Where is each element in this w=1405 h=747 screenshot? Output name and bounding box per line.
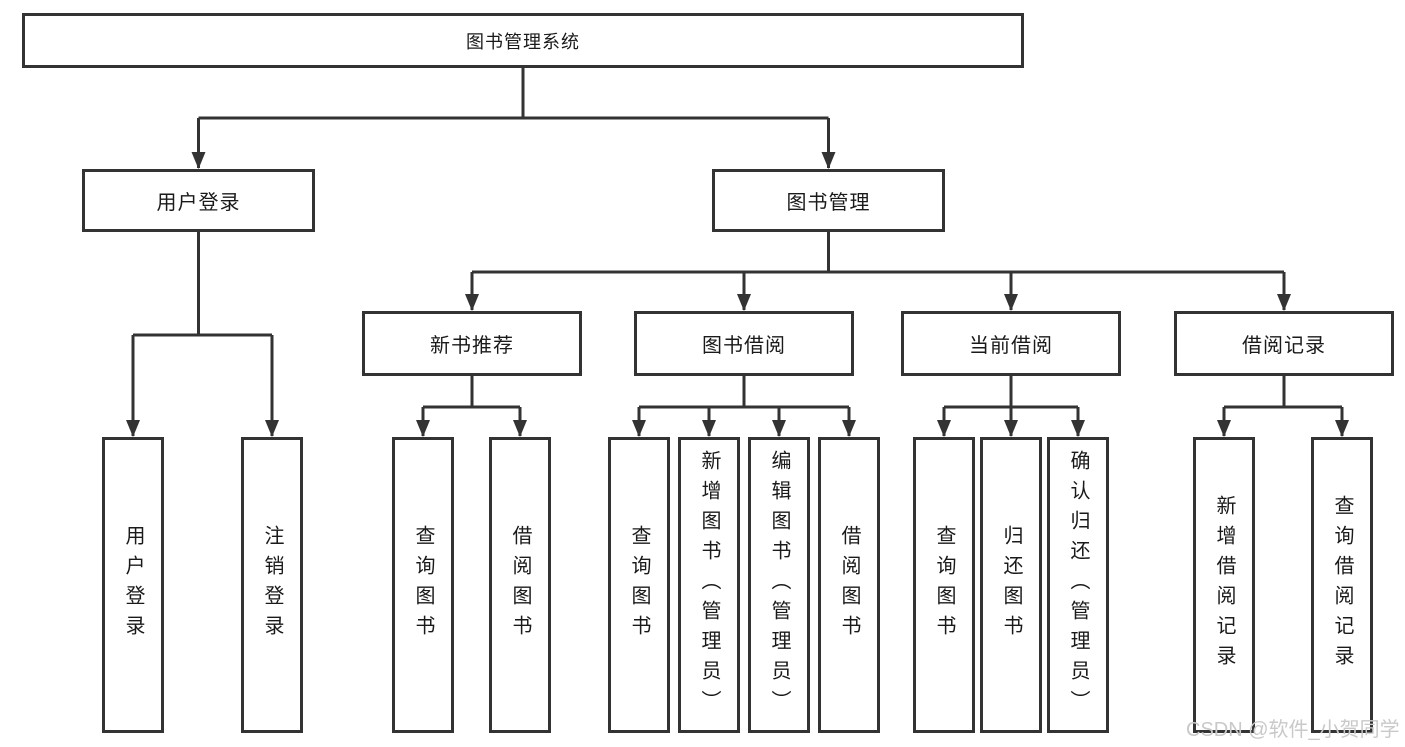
node-root: 图书管理系统	[22, 13, 1024, 68]
leaf-br-add-record-label: 新增借阅记录	[1213, 495, 1235, 675]
leaf-cb-confirm-return-admin: 确认归还（管理员）	[1047, 437, 1109, 733]
node-root-label: 图书管理系统	[466, 31, 580, 52]
leaf-bb-query-books: 查询图书	[608, 437, 670, 733]
node-current-borrow-label: 当前借阅	[969, 335, 1053, 357]
connector-book-management-bar	[472, 232, 1284, 274]
leaf-bb-edit-books-admin-label: 编辑图书（管理员）	[768, 450, 790, 720]
node-book-management: 图书管理	[712, 169, 945, 232]
leaf-nbr-borrow-books-label: 借阅图书	[509, 525, 531, 645]
connector-borrow-records-bar	[1224, 376, 1342, 409]
connector-current-borrow-bar	[944, 376, 1078, 409]
leaf-cb-query-books-label: 查询图书	[933, 525, 955, 645]
leaf-cb-confirm-return-admin-label: 确认归还（管理员）	[1067, 450, 1089, 720]
node-user-login: 用户登录	[82, 169, 315, 232]
node-borrow-records-label: 借阅记录	[1242, 335, 1326, 357]
leaf-cb-return-books-label: 归还图书	[1000, 525, 1022, 645]
node-new-book-recommend-label: 新书推荐	[430, 335, 514, 357]
node-borrow-records: 借阅记录	[1174, 311, 1394, 376]
leaf-cb-return-books: 归还图书	[980, 437, 1042, 733]
leaf-bb-borrow-books: 借阅图书	[818, 437, 880, 733]
leaf-user-login-label: 用户登录	[122, 525, 144, 645]
leaf-logout-login-label: 注销登录	[261, 525, 283, 645]
leaf-cb-query-books: 查询图书	[913, 437, 975, 733]
connector-root-bar	[198, 68, 829, 120]
leaf-logout-login: 注销登录	[241, 437, 303, 733]
leaf-user-login: 用户登录	[102, 437, 164, 733]
leaf-bb-borrow-books-label: 借阅图书	[838, 525, 860, 645]
connector-new-book-recommend-bar	[423, 376, 520, 409]
connector-book-borrow-bar	[639, 376, 849, 409]
leaf-bb-add-books-admin-label: 新增图书（管理员）	[698, 450, 720, 720]
leaf-br-query-record: 查询借阅记录	[1311, 437, 1373, 733]
leaf-bb-edit-books-admin: 编辑图书（管理员）	[748, 437, 810, 733]
node-current-borrow: 当前借阅	[901, 311, 1121, 376]
connector-user-login-bar	[133, 232, 272, 337]
leaf-nbr-query-books-label: 查询图书	[412, 525, 434, 645]
node-book-borrow: 图书借阅	[634, 311, 854, 376]
leaf-nbr-query-books: 查询图书	[392, 437, 454, 733]
node-book-borrow-label: 图书借阅	[702, 335, 786, 357]
leaf-nbr-borrow-books: 借阅图书	[489, 437, 551, 733]
leaf-br-query-record-label: 查询借阅记录	[1331, 495, 1353, 675]
node-new-book-recommend: 新书推荐	[362, 311, 582, 376]
leaf-bb-add-books-admin: 新增图书（管理员）	[678, 437, 740, 733]
csdn-watermark: CSDN @软件_小贺同学	[1186, 719, 1400, 741]
node-user-login-label: 用户登录	[156, 192, 241, 214]
leaf-bb-query-books-label: 查询图书	[628, 525, 650, 645]
leaf-br-add-record: 新增借阅记录	[1193, 437, 1255, 733]
node-book-management-label: 图书管理	[786, 192, 871, 214]
